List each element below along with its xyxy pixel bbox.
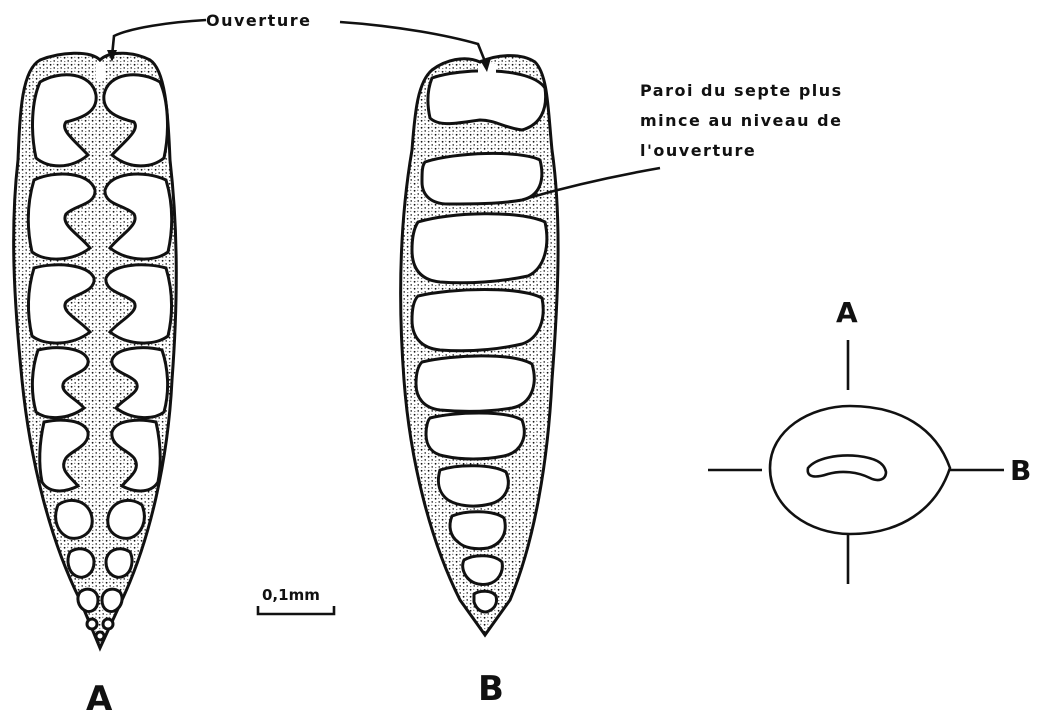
paroi-label-line-1: Paroi du septe plus bbox=[640, 81, 843, 100]
paroi-label-line-3: l'ouverture bbox=[640, 141, 756, 160]
orientation-axis-a-label: A bbox=[836, 296, 858, 329]
orientation-diagram: A B bbox=[708, 296, 1031, 584]
scale-bar-label: 0,1mm bbox=[262, 586, 320, 604]
orientation-axis-b-label: B bbox=[1010, 454, 1031, 487]
paroi-annotation: Paroi du septe plus mince au niveau de l… bbox=[528, 81, 843, 198]
ouverture-annotation: Ouverture bbox=[107, 11, 491, 72]
ouverture-label: Ouverture bbox=[206, 11, 311, 30]
section-a-label: A bbox=[86, 679, 113, 719]
scale-bar-line bbox=[258, 606, 334, 614]
section-a-aperture bbox=[96, 62, 104, 80]
section-b-drawing bbox=[401, 56, 558, 635]
section-a-drawing bbox=[14, 53, 177, 648]
paroi-label-line-2: mince au niveau de bbox=[640, 111, 842, 130]
section-b-label: B bbox=[478, 669, 504, 709]
scale-bar: 0,1mm bbox=[258, 586, 334, 614]
ouverture-leader-to-a bbox=[112, 20, 206, 56]
